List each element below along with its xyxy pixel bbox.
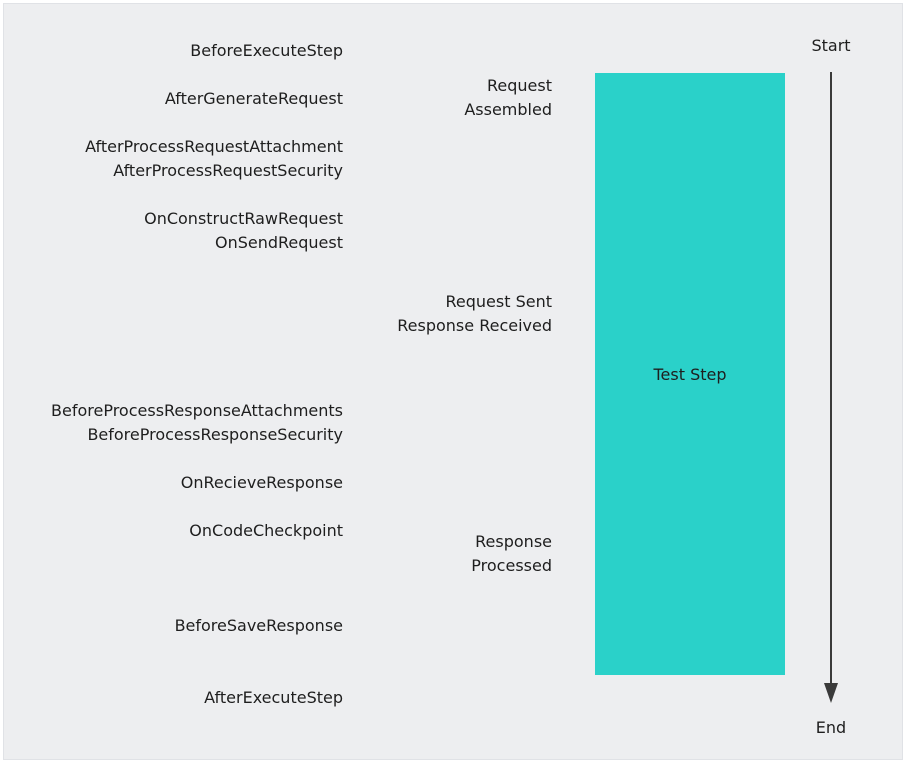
event-label: AfterExecuteStep (204, 688, 343, 707)
timeline-start-label: Start (811, 36, 851, 55)
phase-label: Assembled (464, 100, 552, 119)
phase-response-processed: Response Processed (471, 530, 552, 578)
phase-label: Request Sent (445, 292, 553, 311)
timeline-arrow (824, 72, 838, 703)
timeline-arrowhead (824, 683, 838, 703)
event-label: OnSendRequest (214, 233, 343, 252)
phase-label: Request (487, 76, 552, 95)
event-label: AfterProcessRequestSecurity (113, 161, 343, 180)
event-label: BeforeExecuteStep (190, 41, 343, 60)
event-label: AfterGenerateRequest (164, 89, 343, 108)
event-label: OnCodeCheckpoint (189, 521, 343, 540)
phase-label: Processed (471, 556, 552, 575)
test-step-box: Test Step (595, 73, 785, 675)
event-before-process-response: BeforeProcessResponseAttachments BeforeP… (51, 399, 343, 447)
event-construct-send-request: OnConstructRawRequest OnSendRequest (144, 207, 343, 255)
event-after-process-request: AfterProcessRequestAttachment AfterProce… (85, 135, 343, 183)
phase-request-assembled: Request Assembled (464, 74, 552, 122)
event-before-save-response: BeforeSaveResponse (175, 614, 343, 638)
event-label: BeforeSaveResponse (174, 616, 343, 635)
event-label: AfterProcessRequestAttachment (85, 137, 343, 156)
event-after-generate-request: AfterGenerateRequest (165, 87, 343, 111)
timeline-end-label: End (815, 718, 847, 737)
phase-label: Response Received (397, 316, 552, 335)
event-label: BeforeProcessResponseSecurity (87, 425, 343, 444)
phase-request-sent-response-received: Request Sent Response Received (397, 290, 552, 338)
event-on-recieve-response: OnRecieveResponse (181, 471, 343, 495)
diagram-canvas: BeforeExecuteStep AfterGenerateRequest A… (3, 3, 903, 760)
event-before-execute-step: BeforeExecuteStep (190, 39, 343, 63)
event-after-execute-step: AfterExecuteStep (204, 686, 343, 710)
event-label: OnRecieveResponse (180, 473, 343, 492)
event-label: OnConstructRawRequest (144, 209, 343, 228)
event-on-code-checkpoint: OnCodeCheckpoint (189, 519, 343, 543)
test-step-label: Test Step (653, 365, 727, 384)
event-label: BeforeProcessResponseAttachments (51, 401, 343, 420)
phase-label: Response (475, 532, 552, 551)
